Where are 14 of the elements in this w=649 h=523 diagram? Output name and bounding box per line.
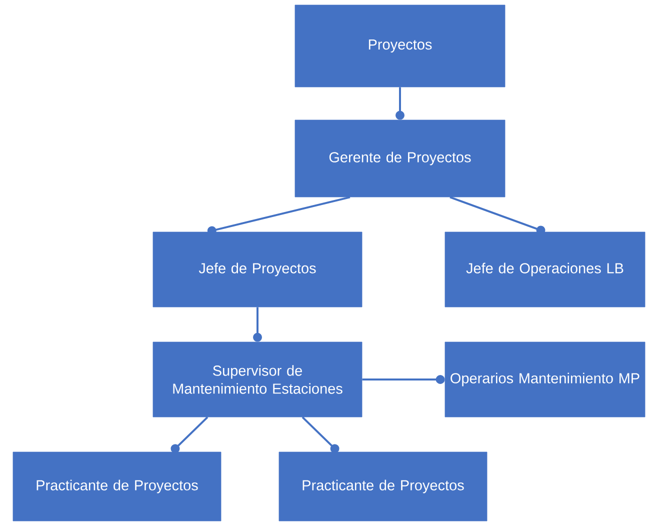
connector [302, 416, 340, 454]
connector [450, 196, 546, 235]
org-box: Practicante de Proyectos [278, 452, 488, 522]
connector [396, 87, 404, 120]
connector [362, 375, 445, 384]
connector [253, 307, 262, 342]
org-box: Practicante de Proyectos [12, 452, 222, 522]
org-box: Gerente de Proyectos [294, 120, 506, 198]
org-box: Supervisor de Mantenimiento Estaciones [152, 342, 362, 418]
org-box: Operarios Mantenimiento MP [444, 342, 646, 418]
connector [170, 416, 208, 454]
org-box: Jefe de Proyectos [152, 232, 362, 308]
org-box: Jefe de Operaciones LB [444, 232, 646, 308]
org-box: Proyectos [294, 4, 506, 88]
